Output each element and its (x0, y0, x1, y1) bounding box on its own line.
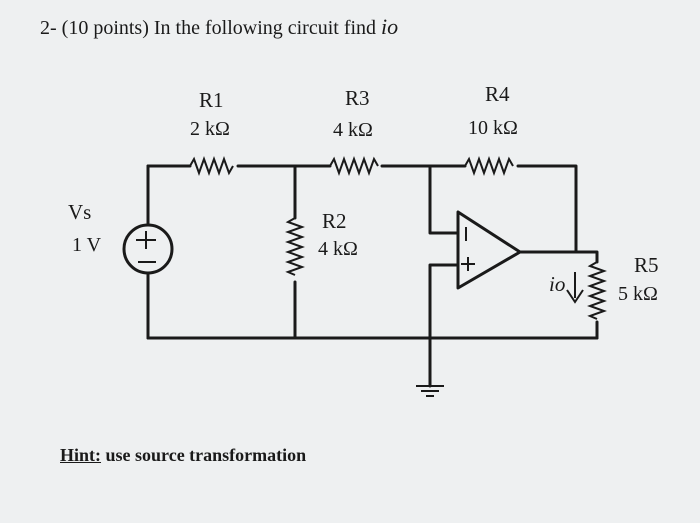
wire-inverting-input (428, 164, 460, 235)
question-prompt: 2- (10 points) In the following circuit … (40, 17, 382, 39)
wire-noninverting-input (428, 263, 460, 388)
r5-value: 5 kΩ (618, 283, 658, 305)
r3-label: R3 (345, 86, 370, 110)
current-label: io (549, 272, 566, 296)
wire-r4-output (516, 164, 578, 254)
hint-body: use source transformation (101, 445, 307, 465)
hint-text: Hint: use source transformation (60, 445, 306, 466)
resistor-r1-symbol (189, 156, 234, 176)
vs-label: Vs (68, 200, 92, 224)
current-arrow-icon (566, 272, 584, 304)
r4-value: 10 kΩ (468, 117, 518, 139)
r2-label: R2 (322, 209, 347, 233)
r1-value: 2 kΩ (190, 118, 230, 140)
r1-label: R1 (199, 88, 224, 112)
r5-label: R5 (634, 253, 659, 277)
r4-label: R4 (485, 82, 510, 106)
op-amp-symbol (456, 210, 522, 290)
question-text: 2- (10 points) In the following circuit … (40, 14, 398, 40)
hint-label: Hint: (60, 445, 102, 465)
r3-value: 4 kΩ (333, 119, 373, 141)
ground-symbol (416, 385, 444, 397)
vs-value: 1 V (72, 234, 102, 256)
wire-opamp-output (518, 250, 599, 264)
question-variable: io (381, 14, 399, 39)
resistor-r2-symbol (285, 217, 305, 276)
r2-value: 4 kΩ (318, 238, 358, 260)
resistor-r5-symbol (587, 261, 607, 320)
resistor-r3-symbol (329, 156, 379, 176)
voltage-source-vs-symbol (122, 223, 174, 275)
resistor-r4-symbol (464, 156, 514, 176)
